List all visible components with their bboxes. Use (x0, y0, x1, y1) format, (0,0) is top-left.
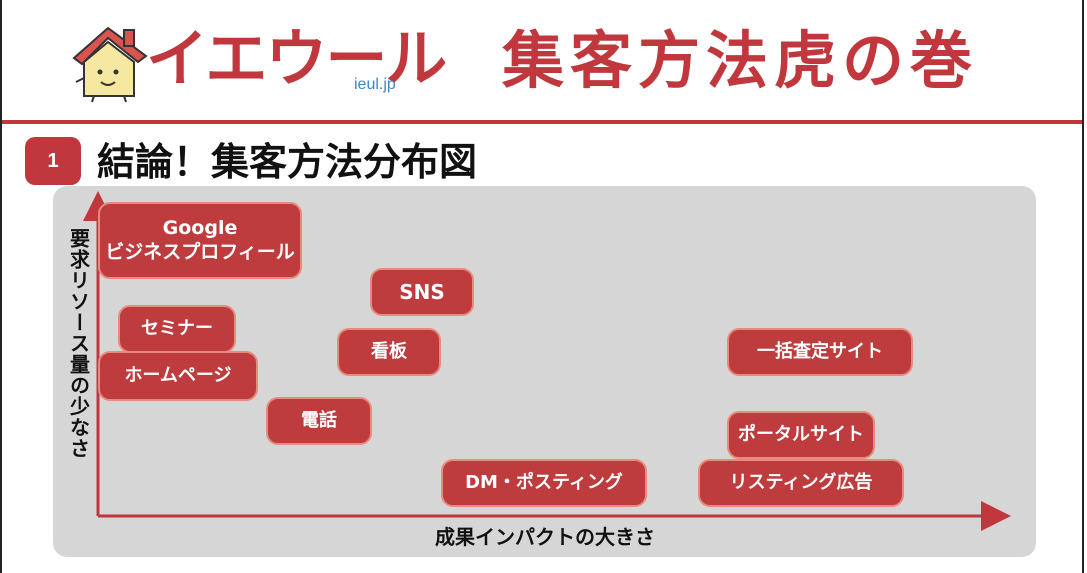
node-listing-ad: リスティング広告 (698, 459, 904, 507)
x-axis-label: 成果インパクトの大きさ (435, 525, 655, 549)
node-seminar: セミナー (118, 305, 236, 353)
brand-logo-text: イエウール (146, 22, 447, 95)
frame-right-border (1082, 0, 1084, 573)
node-kanban: 看板 (337, 328, 441, 376)
node-label: ポータルサイト (738, 423, 864, 445)
house-mascot-icon (72, 26, 148, 103)
node-homepage: ホームページ (98, 351, 258, 401)
node-label: DM・ポスティング (465, 471, 623, 493)
brand-domain: ieul.jp (354, 76, 396, 93)
node-label: セミナー (141, 317, 213, 339)
section-title: 結論！集客方法分布図 (97, 140, 478, 184)
node-sns: SNS (370, 268, 474, 316)
frame-left-border (0, 0, 2, 573)
node-dm-posting: DM・ポスティング (441, 459, 647, 507)
header-divider (2, 120, 1082, 124)
node-ikkatsu-satei-site: 一括査定サイト (727, 328, 913, 376)
node-label: 看板 (371, 340, 407, 362)
section-number-badge: 1 (25, 137, 81, 185)
node-label-line2: ビジネスプロフィール (105, 240, 295, 263)
node-label: SNS (399, 279, 445, 304)
node-label-line1: Google (162, 216, 238, 239)
node-label: 電話 (301, 409, 337, 431)
node-google-business-profile: Google ビジネスプロフィール (98, 202, 302, 279)
page-title: 集客方法虎の巻 (502, 24, 979, 97)
node-denwa: 電話 (266, 397, 372, 445)
header: イエウール ieul.jp 集客方法虎の巻 (2, 0, 1082, 122)
y-axis-label: 要求リソース量の少なさ (66, 227, 91, 459)
node-label: リスティング広告 (729, 471, 873, 493)
node-portal-site: ポータルサイト (727, 411, 875, 459)
node-label: ホームページ (124, 364, 232, 386)
node-label: 一括査定サイト (757, 340, 883, 362)
